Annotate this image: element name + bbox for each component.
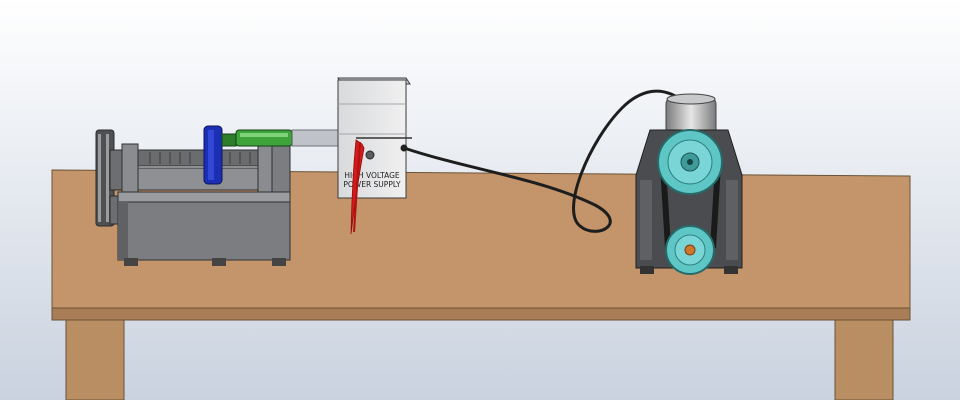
power-supply-terminal xyxy=(365,150,375,160)
table-leg-left xyxy=(65,317,125,400)
pump-foot xyxy=(124,258,138,266)
table-top-edge xyxy=(51,307,911,321)
collector-foot xyxy=(640,266,654,274)
electrospinning-jet-branch xyxy=(353,141,361,233)
power-supply-label-line1: HIGH VOLTAGE xyxy=(344,171,400,180)
spool-hub xyxy=(684,244,696,256)
pump-end-block-left xyxy=(121,143,139,193)
syringe-barrel xyxy=(235,129,293,147)
power-supply-label-line2: POWER SUPPLY xyxy=(343,180,401,189)
rotating-drum-collector xyxy=(635,93,743,275)
collector-foot xyxy=(724,266,738,274)
electrospinning-jet xyxy=(350,139,365,235)
high-voltage-power-supply: HIGH VOLTAGE POWER SUPPLY xyxy=(337,77,411,199)
syringe-tip xyxy=(291,129,343,147)
syringe-plunger xyxy=(221,133,237,147)
pump-base xyxy=(117,191,291,261)
pump-foot xyxy=(212,258,226,266)
syringe-pump xyxy=(95,125,360,266)
pump-foot xyxy=(272,258,286,266)
high-voltage-cable xyxy=(403,89,685,233)
pump-end-block-right xyxy=(257,145,273,193)
power-supply-box xyxy=(337,79,407,199)
table-leg-right xyxy=(834,317,894,400)
